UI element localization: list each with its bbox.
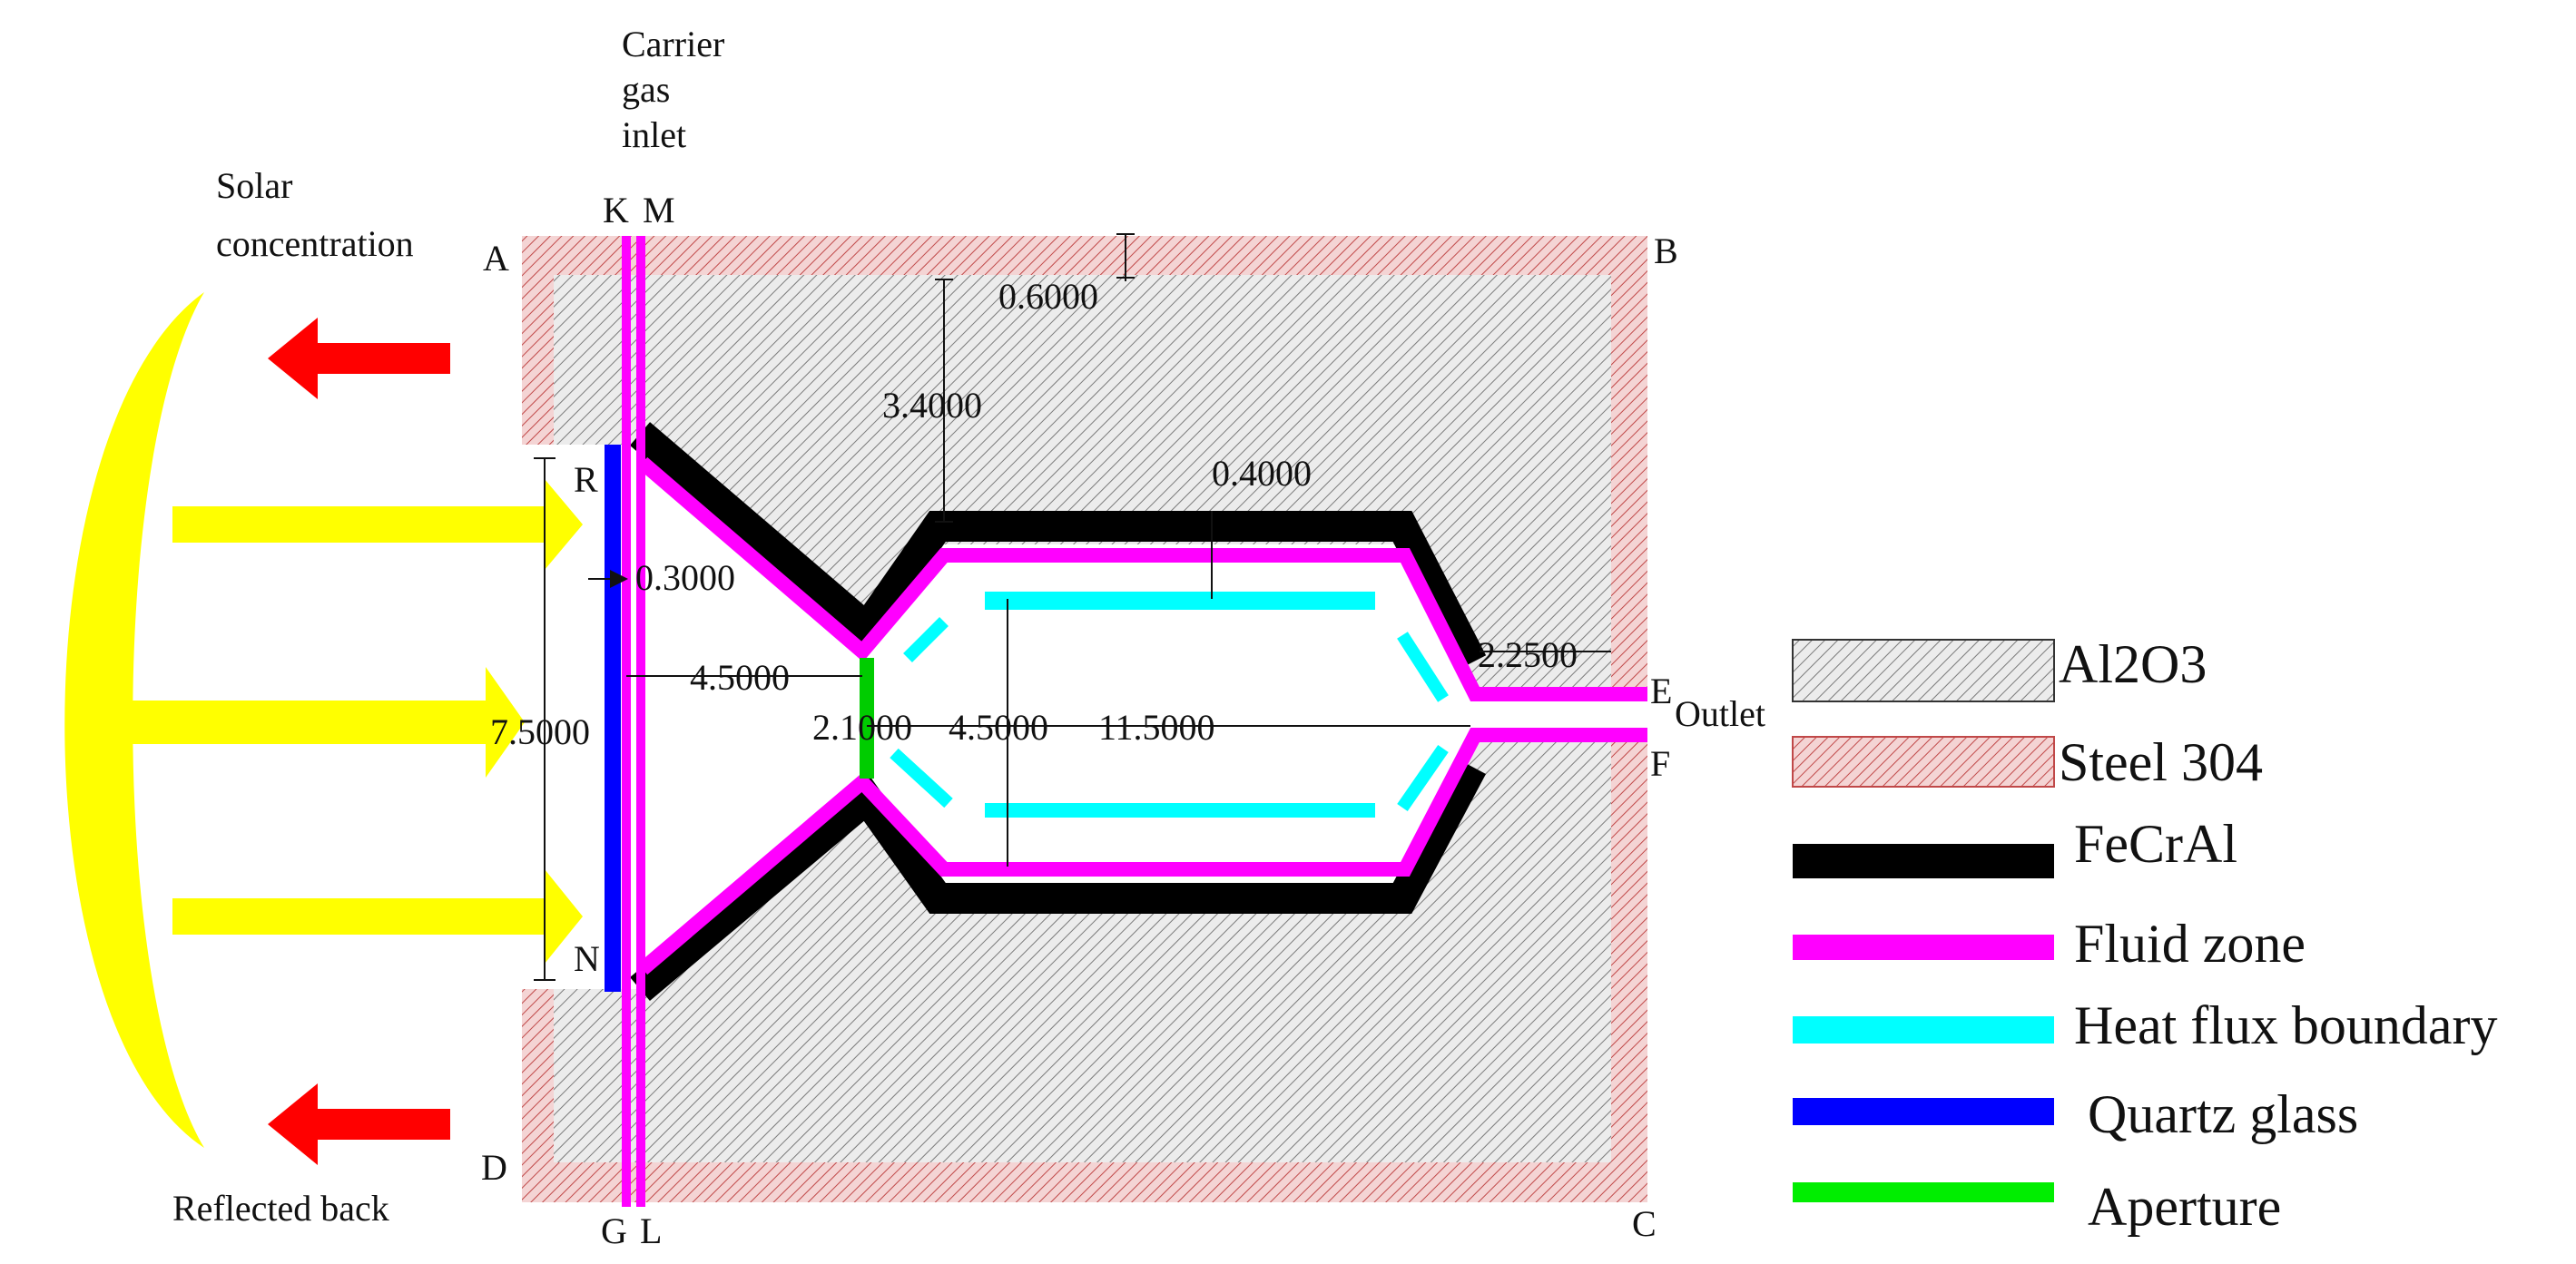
legend-swatch-al2o3 — [1792, 639, 2055, 702]
fecral-wall-top — [629, 422, 1487, 670]
legend-swatch-aperture — [1793, 1182, 2054, 1202]
fluid-zone-top — [637, 456, 1647, 701]
solar-crescent-icon — [64, 292, 204, 1148]
fluid-zone-bottom — [637, 728, 1647, 975]
dim-0600: 0.6000 — [998, 276, 1098, 317]
heat-flux-diag-ul — [903, 617, 949, 662]
legend-label-steel: Steel 304 — [2059, 732, 2263, 792]
dim-0400: 0.4000 — [1212, 453, 1312, 494]
label-l: L — [640, 1210, 662, 1251]
dim-2100: 2.1000 — [812, 707, 912, 748]
heat-flux-diag-ll — [890, 748, 953, 808]
heat-flux-diag-ur — [1397, 632, 1449, 702]
legend-swatch-fecral — [1793, 844, 2054, 878]
label-b: B — [1654, 230, 1678, 271]
solar-ray-2-icon — [116, 667, 525, 778]
carrier-gas-line3: inlet — [622, 114, 686, 155]
label-e: E — [1650, 671, 1672, 711]
dim-2250: 2.2500 — [1478, 634, 1578, 675]
label-k: K — [603, 190, 629, 230]
legend: Al2O3 Steel 304 FeCrAl Fluid zone Heat f… — [1792, 634, 2498, 1237]
legend-label-fecral: FeCrAl — [2074, 814, 2237, 874]
solar-line1: Solar — [216, 165, 292, 206]
legend-label-al2o3: Al2O3 — [2059, 634, 2207, 694]
dim-11500: 11.5000 — [1098, 707, 1215, 748]
label-f: F — [1650, 743, 1670, 784]
carrier-gas-line2: gas — [622, 69, 670, 110]
heat-flux-diag-lr — [1397, 745, 1449, 811]
dimension-lines — [534, 233, 1611, 981]
dim-3400: 3.4000 — [882, 385, 982, 426]
legend-label-aperture: Aperture — [2088, 1177, 2281, 1237]
label-c: C — [1632, 1203, 1657, 1244]
label-a: A — [483, 238, 509, 279]
legend-label-fluid: Fluid zone — [2074, 914, 2306, 974]
legend-label-heatflux: Heat flux boundary — [2074, 995, 2498, 1055]
legend-label-quartz: Quartz glass — [2088, 1084, 2358, 1144]
label-d: D — [481, 1147, 507, 1188]
solar-line2: concentration — [216, 223, 414, 264]
red-arrow-bottom-icon — [268, 1083, 450, 1165]
legend-swatch-heatflux — [1793, 1016, 2054, 1044]
red-arrow-top-icon — [268, 318, 450, 399]
fecral-wall-bottom — [630, 759, 1487, 1002]
legend-swatch-fluid — [1793, 935, 2054, 960]
legend-swatch-quartz — [1793, 1098, 2054, 1125]
solar-ray-3-icon — [172, 869, 583, 964]
solar-ray-1-icon — [172, 479, 583, 570]
carrier-gas-line1: Carrier — [622, 24, 724, 64]
dim-7500: 7.5000 — [490, 711, 590, 752]
outlet-label: Outlet — [1675, 693, 1765, 734]
dim-4500b: 4.5000 — [949, 707, 1048, 748]
legend-swatch-steel — [1792, 736, 2055, 788]
dim-4500a: 4.5000 — [690, 657, 790, 698]
reactor-cavity — [640, 449, 1470, 989]
label-n: N — [574, 938, 600, 979]
dim-0300: 0.3000 — [635, 557, 735, 598]
reflected-label: Reflected back — [172, 1188, 389, 1229]
label-g: G — [601, 1210, 627, 1251]
label-m: M — [643, 190, 675, 230]
label-r: R — [574, 459, 598, 500]
